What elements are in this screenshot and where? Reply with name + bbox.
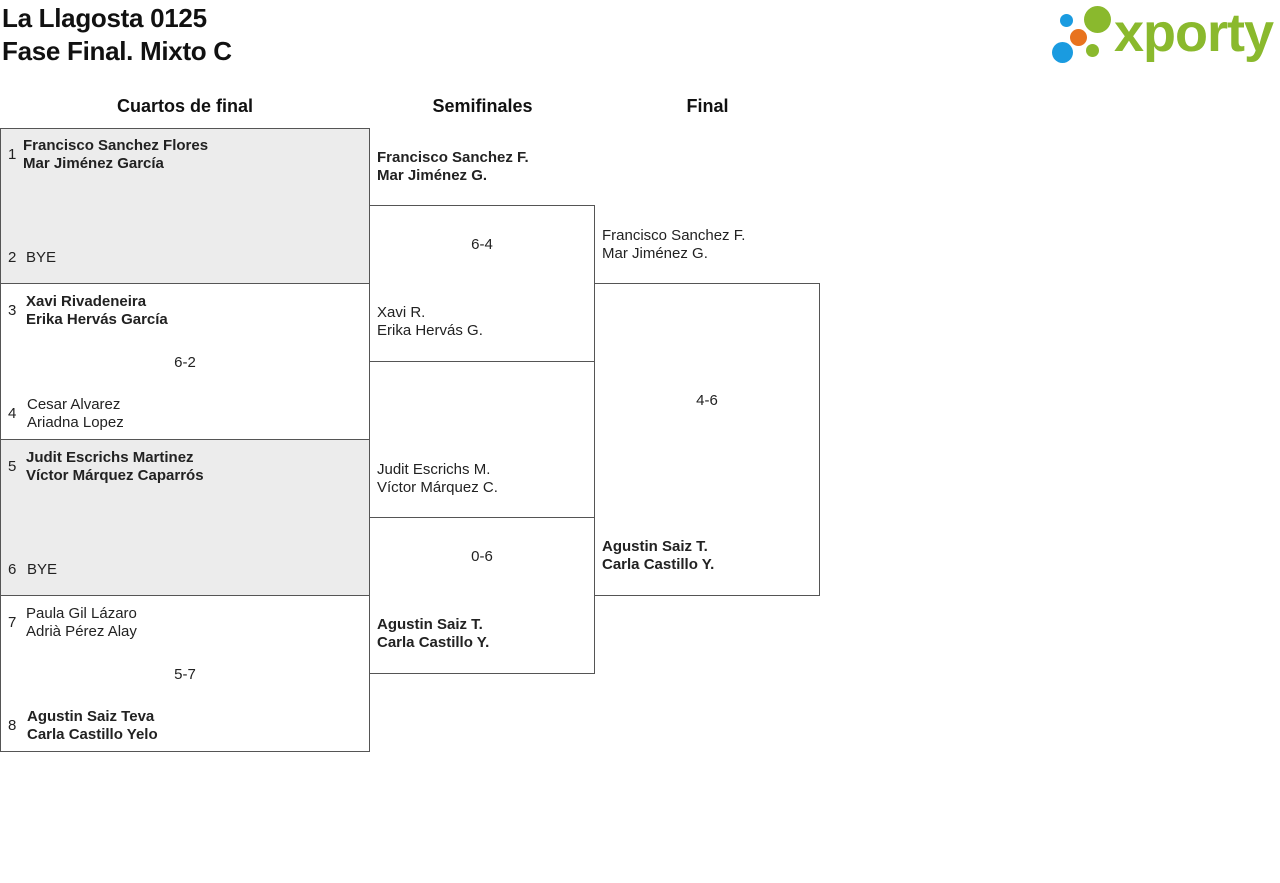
column-header-final: Final (686, 96, 729, 116)
quarterfinal-match-2: 3 Xavi Rivadeneira Erika Hervás García 6… (0, 283, 370, 440)
logo-dot-blue-large (1052, 42, 1073, 63)
player-name: Agustin Saiz T. (377, 616, 483, 633)
quarterfinal-match-3: 5 Judit Escrichs Martinez Víctor Márquez… (0, 439, 370, 596)
player-name: Carla Castillo Y. (602, 556, 715, 573)
final-team-b: Agustin Saiz T. Carla Castillo Y. (602, 538, 714, 574)
player-name: Agustin Saiz T. (602, 538, 708, 555)
seed-number: 4 (8, 405, 17, 422)
seed-number: 6 (8, 561, 17, 578)
player-name: Mar Jiménez García (23, 155, 164, 172)
player-name: Cesar Alvarez (27, 396, 121, 413)
player-name: Francisco Sanchez F. (602, 227, 746, 244)
team-name: Francisco Sanchez Flores Mar Jiménez Gar… (23, 137, 208, 173)
quarterfinal-match-4: 7 Paula Gil Lázaro Adrià Pérez Alay 5-7 … (0, 595, 370, 752)
player-name: Judit Escrichs M. (377, 461, 491, 478)
logo-dot-orange (1070, 29, 1087, 46)
seed-number: 7 (8, 614, 17, 631)
player-name: Agustin Saiz Teva (27, 708, 155, 725)
team-name: BYE (26, 249, 56, 267)
semifinal-1-team-b: Xavi R. Erika Hervás G. (377, 304, 483, 340)
player-name: Judit Escrichs Martinez (26, 449, 194, 466)
match-score: 5-7 (174, 666, 196, 683)
xporty-logo: xporty (1050, 3, 1276, 68)
match-score: 6-4 (471, 236, 493, 253)
player-name: Xavi Rivadeneira (26, 293, 147, 310)
team-name: Cesar Alvarez Ariadna Lopez (27, 396, 124, 432)
column-header-semifinals: Semifinales (432, 96, 533, 116)
logo-dot-green-small (1086, 44, 1099, 57)
player-name: Mar Jiménez G. (377, 167, 488, 184)
player-name: Carla Castillo Y. (377, 634, 490, 651)
seed-number: 8 (8, 717, 17, 734)
match-score: 4-6 (696, 392, 718, 409)
player-name: Víctor Márquez Caparrós (26, 467, 204, 484)
tournament-title: La Llagosta 0125 (2, 3, 207, 33)
team-name: Agustin Saiz Teva Carla Castillo Yelo (27, 708, 158, 744)
player-name: Carla Castillo Yelo (27, 726, 158, 743)
player-name: Erika Hervás G. (377, 322, 483, 339)
player-name: Ariadna Lopez (27, 414, 124, 431)
team-name: Xavi Rivadeneira Erika Hervás García (26, 293, 168, 329)
player-name: BYE (27, 561, 58, 578)
player-name: Francisco Sanchez Flores (23, 137, 209, 154)
final-match: 4-6 Agustin Saiz T. Carla Castillo Y. (594, 283, 820, 596)
column-header-quarterfinals: Cuartos de final (116, 96, 254, 116)
semifinal-match-1: 6-4 Xavi R. Erika Hervás G. (369, 205, 595, 362)
player-name: Erika Hervás García (26, 311, 168, 328)
semifinal-1-team-a: Francisco Sanchez F. Mar Jiménez G. (377, 149, 529, 185)
semifinal-2-team-a: Judit Escrichs M. Víctor Márquez C. (377, 461, 498, 497)
player-name: Adrià Pérez Alay (26, 623, 137, 640)
player-name: BYE (26, 249, 57, 266)
team-name: Judit Escrichs Martinez Víctor Márquez C… (26, 449, 204, 485)
team-name: Paula Gil Lázaro Adrià Pérez Alay (26, 605, 137, 641)
seed-number: 2 (8, 249, 17, 266)
quarterfinal-match-1: 1 Francisco Sanchez Flores Mar Jiménez G… (0, 128, 370, 284)
seed-number: 5 (8, 458, 17, 475)
tournament-subtitle: Fase Final. Mixto C (2, 36, 232, 66)
team-name: BYE (27, 561, 57, 579)
player-name: Mar Jiménez G. (602, 245, 708, 262)
seed-number: 3 (8, 302, 17, 319)
seed-number: 1 (8, 146, 17, 163)
player-name: Xavi R. (377, 304, 426, 321)
logo-wordmark: xporty (1114, 3, 1274, 63)
logo-dot-blue (1060, 14, 1073, 27)
semifinal-2-team-b: Agustin Saiz T. Carla Castillo Y. (377, 616, 489, 652)
player-name: Francisco Sanchez F. (377, 149, 529, 166)
player-name: Víctor Márquez C. (377, 479, 498, 496)
match-score: 6-2 (174, 354, 196, 371)
player-name: Paula Gil Lázaro (26, 605, 137, 622)
logo-dot-green (1084, 6, 1111, 33)
final-team-a: Francisco Sanchez F. Mar Jiménez G. (602, 227, 745, 263)
match-score: 0-6 (471, 548, 493, 565)
semifinal-match-2: 0-6 Agustin Saiz T. Carla Castillo Y. (369, 517, 595, 674)
